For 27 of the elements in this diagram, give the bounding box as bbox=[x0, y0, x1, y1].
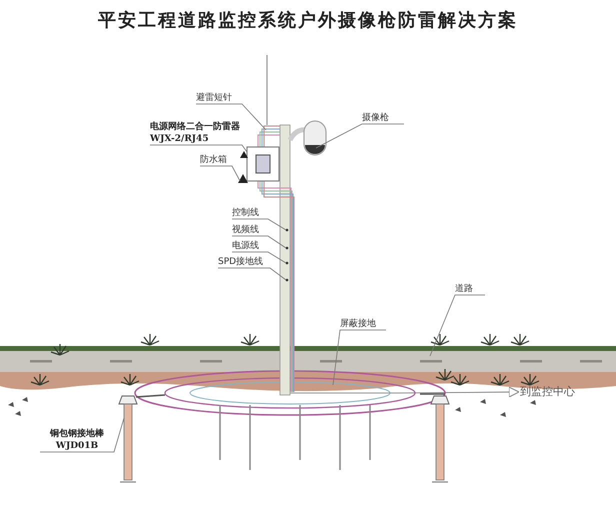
callout-label: WJD01B bbox=[54, 440, 100, 452]
leader-line bbox=[40, 418, 124, 452]
callout-label: 铜包钢接地棒 bbox=[48, 428, 105, 440]
callout-label: SPD接地线 bbox=[218, 256, 264, 268]
leader-line bbox=[232, 218, 286, 230]
leader-line bbox=[150, 144, 248, 152]
leader-line bbox=[232, 252, 286, 264]
leader-line bbox=[430, 294, 486, 356]
callout-label: 电源线 bbox=[232, 240, 260, 252]
leader-line bbox=[316, 124, 404, 148]
arrow bbox=[400, 386, 520, 398]
callout-label: WJX-2/RJ45 bbox=[150, 133, 210, 145]
diagram-title: 平安工程道路监控系统户外摄像枪防雷解决方案 bbox=[97, 9, 519, 32]
callout-label: 防水箱 bbox=[200, 154, 228, 166]
leader-line bbox=[200, 166, 240, 182]
callout-label: 视频线 bbox=[232, 224, 260, 236]
callout-label: 到监控中心 bbox=[520, 386, 576, 398]
callout-label: 电源网络二合一防雷器 bbox=[150, 121, 241, 133]
callout-label: 道路 bbox=[455, 283, 474, 295]
leader-line bbox=[196, 104, 266, 130]
callout-label: 屏蔽接地 bbox=[340, 318, 377, 330]
leader-line bbox=[332, 330, 386, 386]
leader-line bbox=[232, 236, 286, 248]
leader-line bbox=[218, 268, 286, 280]
callout-label: 避雷短针 bbox=[196, 92, 233, 104]
callout-label: 摄像枪 bbox=[362, 112, 390, 124]
callout-label: 控制线 bbox=[232, 207, 260, 219]
